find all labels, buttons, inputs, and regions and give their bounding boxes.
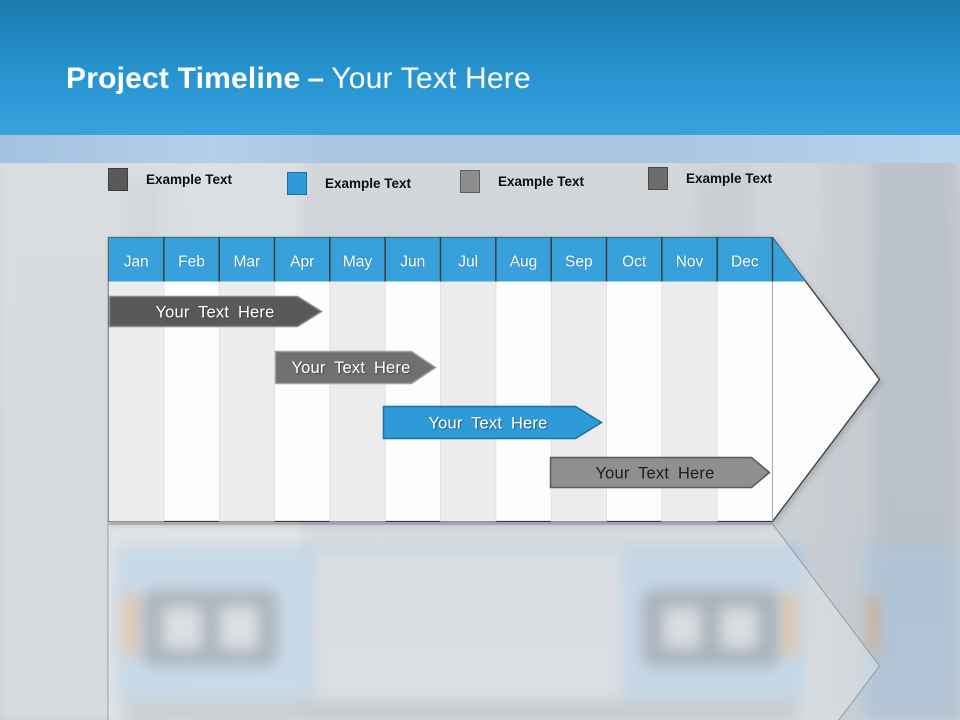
timeline-bar-4-label[interactable]: Your Text Here (595, 465, 714, 483)
legend-swatch-icon (287, 172, 307, 195)
column-shade (219, 237, 275, 522)
legend-label: Example Text (686, 171, 773, 186)
legend-swatch-icon (460, 170, 480, 193)
month-label[interactable]: Jan (124, 254, 149, 271)
legend-item-1[interactable]: Example Text (108, 168, 232, 191)
page-title[interactable]: Project Timeline–Your Text Here (66, 62, 531, 96)
legend-swatch-icon (108, 168, 128, 191)
month-label[interactable]: Jul (458, 254, 478, 271)
legend-label: Example Text (325, 176, 412, 191)
timeline-bar-2[interactable] (274, 350, 437, 385)
month-label[interactable]: May (343, 254, 373, 271)
title-secondary: Your Text Here (331, 62, 531, 95)
column-shade (440, 237, 496, 522)
month-label[interactable]: Aug (510, 254, 538, 271)
legend-item-2[interactable]: Example Text (287, 172, 411, 195)
legend-label: Example Text (498, 174, 585, 189)
month-label[interactable]: Nov (676, 254, 704, 271)
title-banner (0, 0, 960, 135)
banner-accent-strip (0, 135, 960, 163)
legend-swatch-icon (648, 167, 668, 190)
legend-item-3[interactable]: Example Text (460, 170, 584, 193)
legend-item-4[interactable]: Example Text (648, 167, 772, 190)
timeline-bar-3[interactable] (382, 405, 603, 440)
column-shade (108, 237, 164, 522)
month-header-row[interactable] (108, 237, 871, 282)
title-separator: – (307, 62, 325, 95)
month-label[interactable]: Mar (233, 254, 260, 271)
timeline-bar-2-label[interactable]: Your Text Here (291, 359, 410, 377)
timeline-bar-1[interactable] (108, 295, 323, 328)
month-label[interactable]: Sep (565, 254, 593, 271)
title-primary: Project Timeline (66, 62, 301, 95)
month-labels: Jan Feb Mar Apr May Jun Jul Aug Sep Oct … (124, 254, 759, 271)
month-label[interactable]: Oct (622, 254, 647, 271)
timeline-bar-4[interactable] (549, 456, 771, 489)
month-label[interactable]: Jun (400, 254, 425, 271)
timeline-reflection (107, 523, 881, 720)
month-label[interactable]: Feb (178, 254, 205, 271)
month-label[interactable]: Dec (731, 254, 759, 271)
month-label[interactable]: Apr (290, 254, 314, 271)
header-separators (163, 237, 774, 282)
timeline-bar-1-label[interactable]: Your Text Here (155, 304, 274, 322)
timeline-bar-3-label[interactable]: Your Text Here (428, 415, 547, 433)
legend-label: Example Text (146, 172, 233, 187)
column-lines (163, 281, 718, 522)
